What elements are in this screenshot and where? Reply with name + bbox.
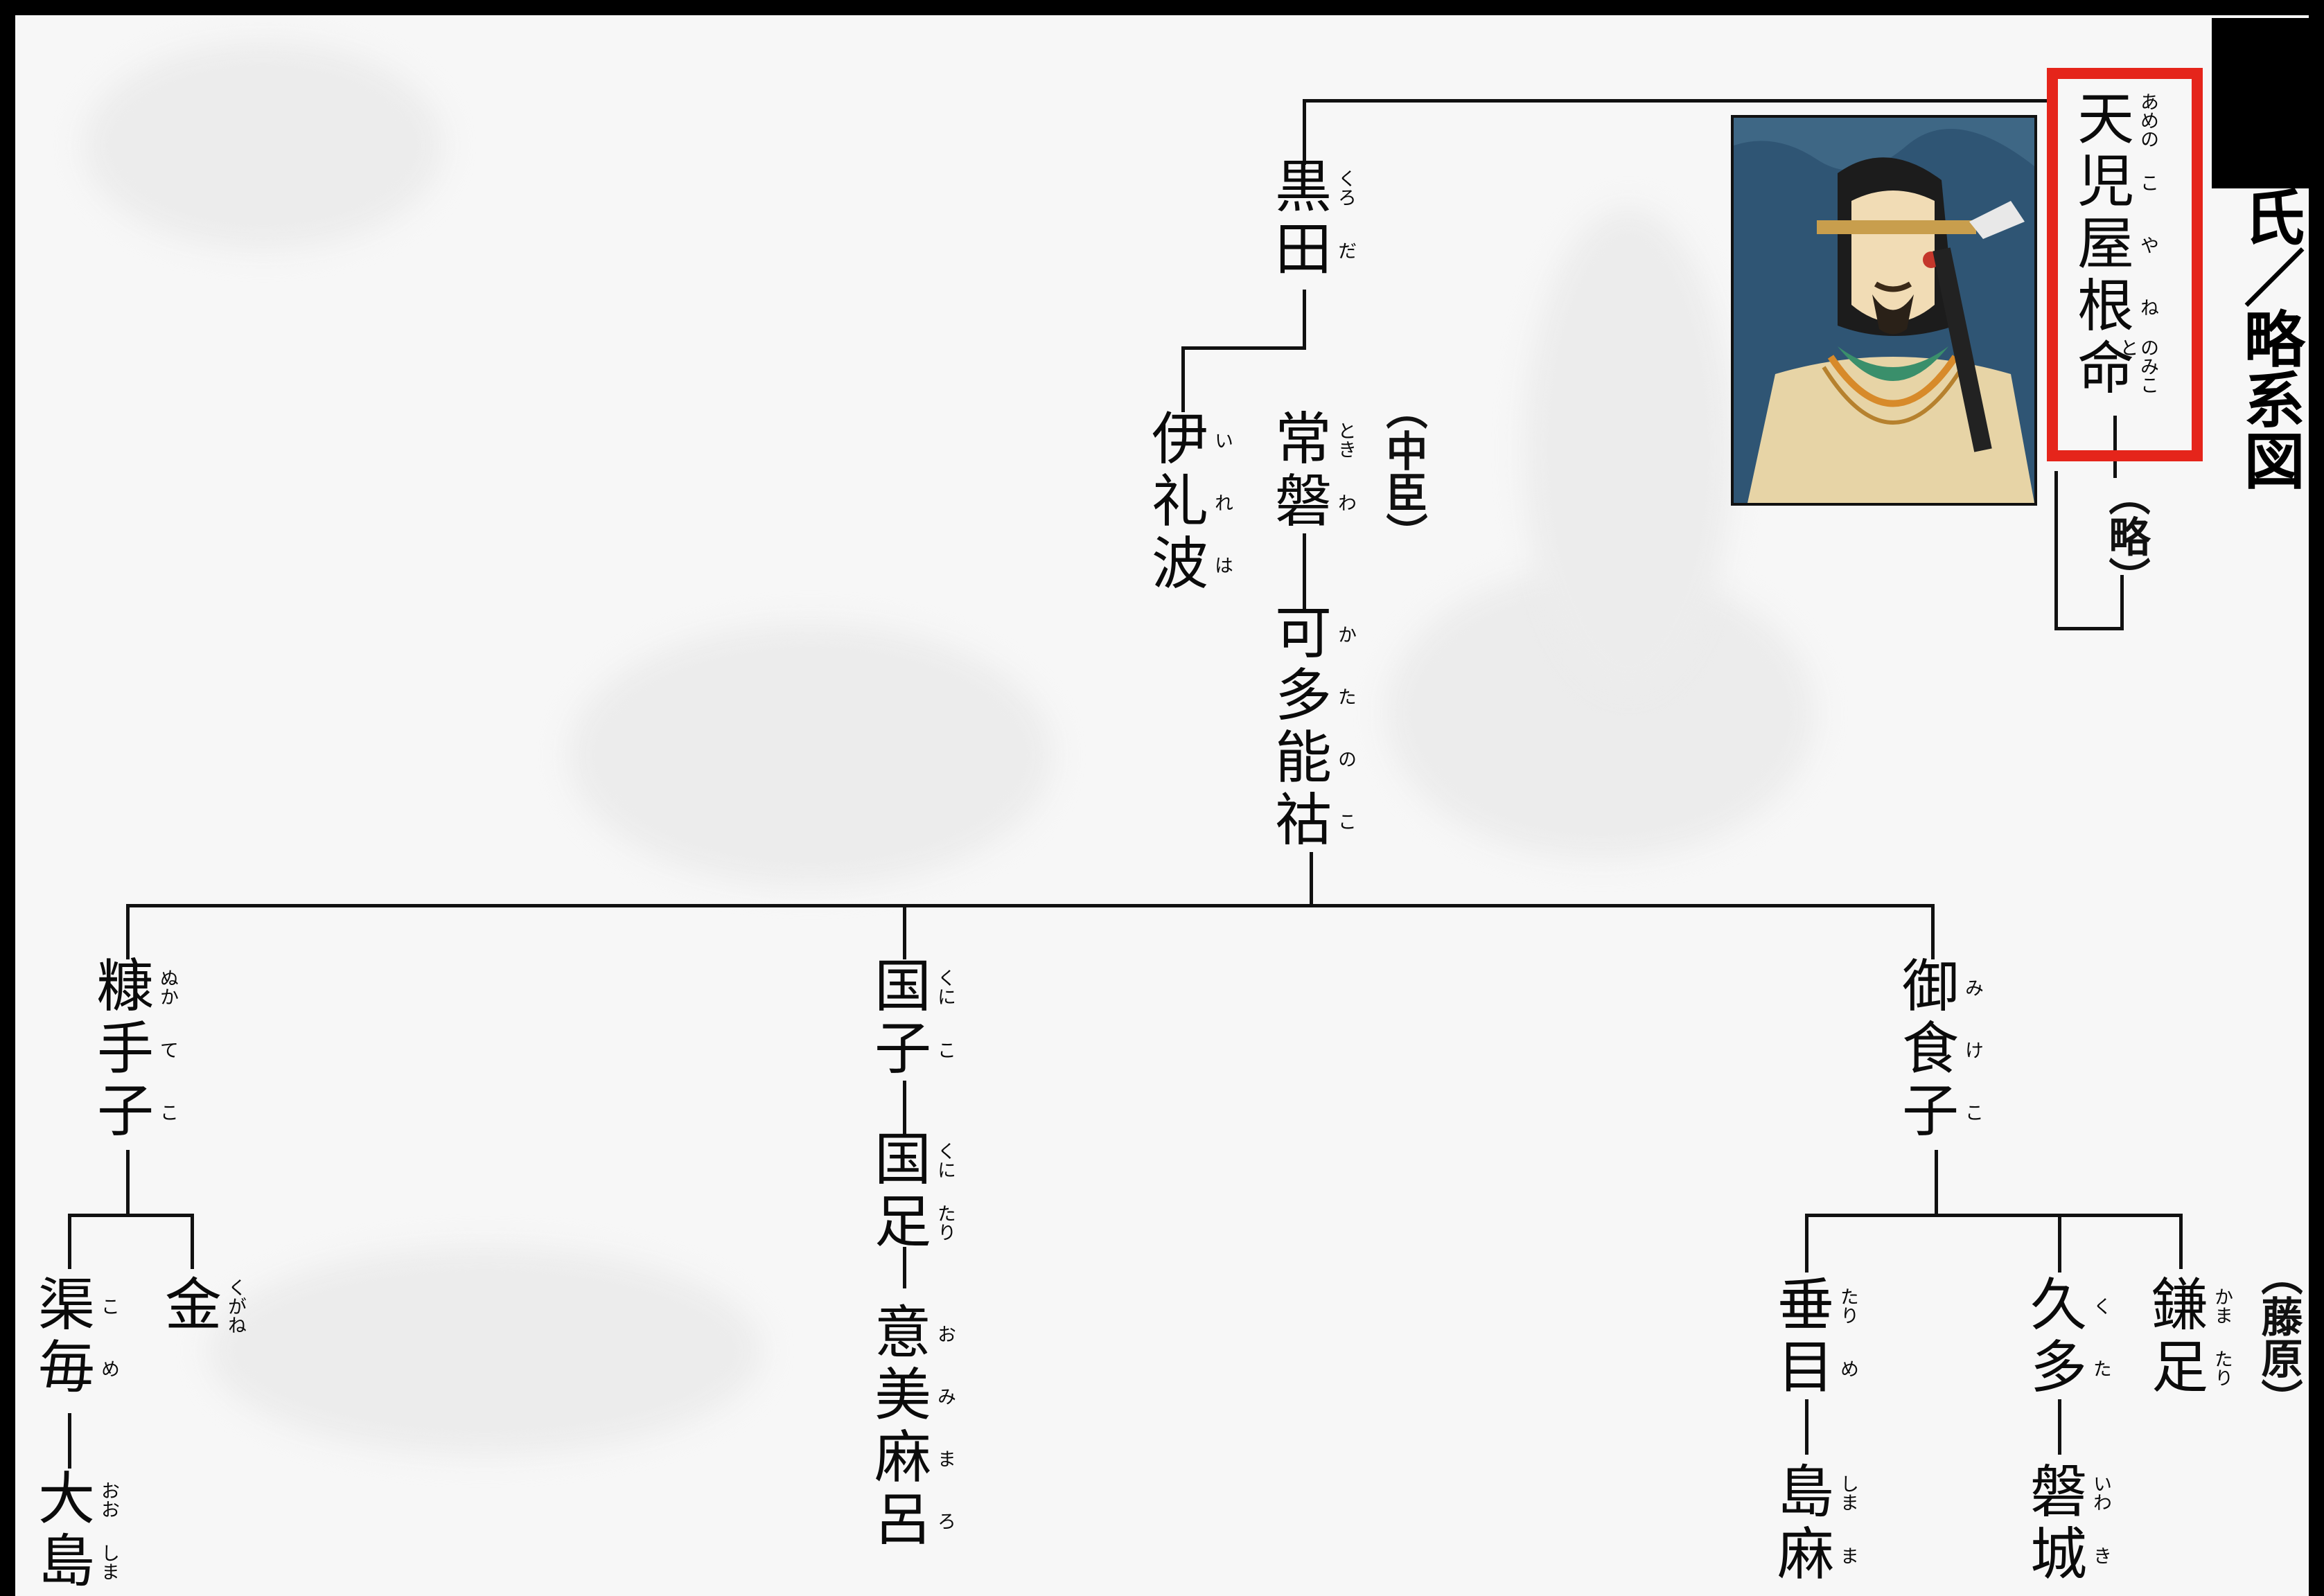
paper-texture <box>568 623 1053 887</box>
connector-line <box>903 1247 906 1288</box>
paper-texture <box>208 1247 762 1455</box>
member-kuroda: 黒くろ 田だ <box>1275 154 1357 283</box>
connector-line <box>2054 627 2124 630</box>
member-omimaro: 意お 美み 麻ま 呂ろ <box>874 1300 956 1553</box>
connector-line <box>1303 533 1306 610</box>
member-oshima: 大おお 島しま <box>38 1466 120 1595</box>
clan-note-fujiwara: （藤原） <box>2254 1254 2303 1420</box>
connector-line <box>903 904 906 959</box>
portrait-image <box>1731 115 2037 506</box>
connector-line <box>2058 1214 2061 1273</box>
connector-line <box>1181 346 1185 412</box>
member-tokiwa: 常とき 磐わ <box>1275 407 1357 535</box>
member-kuta: 久く 多た <box>2030 1273 2112 1401</box>
connector-line <box>126 904 1935 907</box>
connector-line <box>1303 99 1306 165</box>
name-char: 根ね <box>2077 274 2159 339</box>
connector-line <box>68 1413 71 1469</box>
paper-texture <box>83 42 443 249</box>
connector-line <box>1310 852 1313 907</box>
chart-title: 氏／略系図 <box>2234 186 2306 490</box>
name-char: 命のみこと <box>2077 336 2159 402</box>
name-char: 天あめの <box>2077 87 2159 152</box>
clan-note-nakatomi: （中臣） <box>1379 388 1427 554</box>
title-char: 略 <box>2234 308 2306 369</box>
title-char: 系 <box>2234 369 2306 429</box>
connector-line <box>1931 904 1935 959</box>
connector-line <box>903 1081 906 1136</box>
connector-line <box>2113 416 2117 478</box>
connector-line <box>2179 1214 2183 1269</box>
connector-line <box>2058 1399 2061 1455</box>
title-char: 氏 <box>2234 186 2306 247</box>
title-char: 図 <box>2234 429 2306 490</box>
connector-line <box>1181 346 1306 350</box>
connector-line <box>68 1214 71 1269</box>
connector-line <box>2120 575 2124 630</box>
connector-line <box>1805 1214 2183 1217</box>
connector-line <box>1303 290 1306 348</box>
member-ireha: 伊い 礼れ 波は <box>1152 407 1233 597</box>
connector-line <box>1805 1214 1808 1273</box>
root-name: 天あめの 児こ 屋や 根ね 命のみこと <box>2077 89 2158 400</box>
member-iwaki: 磐いわ 城き <box>2030 1460 2112 1588</box>
connector-line <box>1935 1150 1938 1216</box>
deity-portrait-illustration <box>1734 118 2034 503</box>
omitted-note: （略） <box>2102 474 2150 598</box>
title-char: ／ <box>2234 247 2306 308</box>
connector-line <box>126 1150 130 1216</box>
member-kogome: 渠こ 毎め <box>38 1273 120 1401</box>
highlight-box <box>2047 68 2203 461</box>
member-shimamaro: 島しま 麻ま <box>1777 1460 1859 1588</box>
paper-texture <box>1524 208 1732 693</box>
member-mikeko: 御み 食け 子こ <box>1902 954 1984 1144</box>
member-kane: 金くがね <box>165 1273 247 1338</box>
member-nukateko: 糠ぬか 手て 子こ <box>97 954 179 1144</box>
member-katanoko: 可か 多た 能の 祜こ <box>1275 601 1357 853</box>
connector-line <box>68 1214 194 1217</box>
connector-line <box>191 1214 194 1269</box>
connector-line <box>126 904 130 959</box>
member-tarime: 垂たり 目め <box>1777 1273 1859 1401</box>
header-black-tab <box>2212 18 2324 188</box>
connector-line <box>1303 99 2058 103</box>
name-char: 児こ <box>2077 149 2159 215</box>
member-kunitari: 国くに 足たり <box>874 1127 956 1255</box>
name-char: 屋や <box>2077 211 2159 277</box>
member-kamatari: 鎌かま 足たり <box>2151 1273 2233 1401</box>
connector-line <box>2054 471 2058 630</box>
member-kuniko: 国くに 子こ <box>874 954 956 1082</box>
connector-line <box>1805 1399 1808 1455</box>
